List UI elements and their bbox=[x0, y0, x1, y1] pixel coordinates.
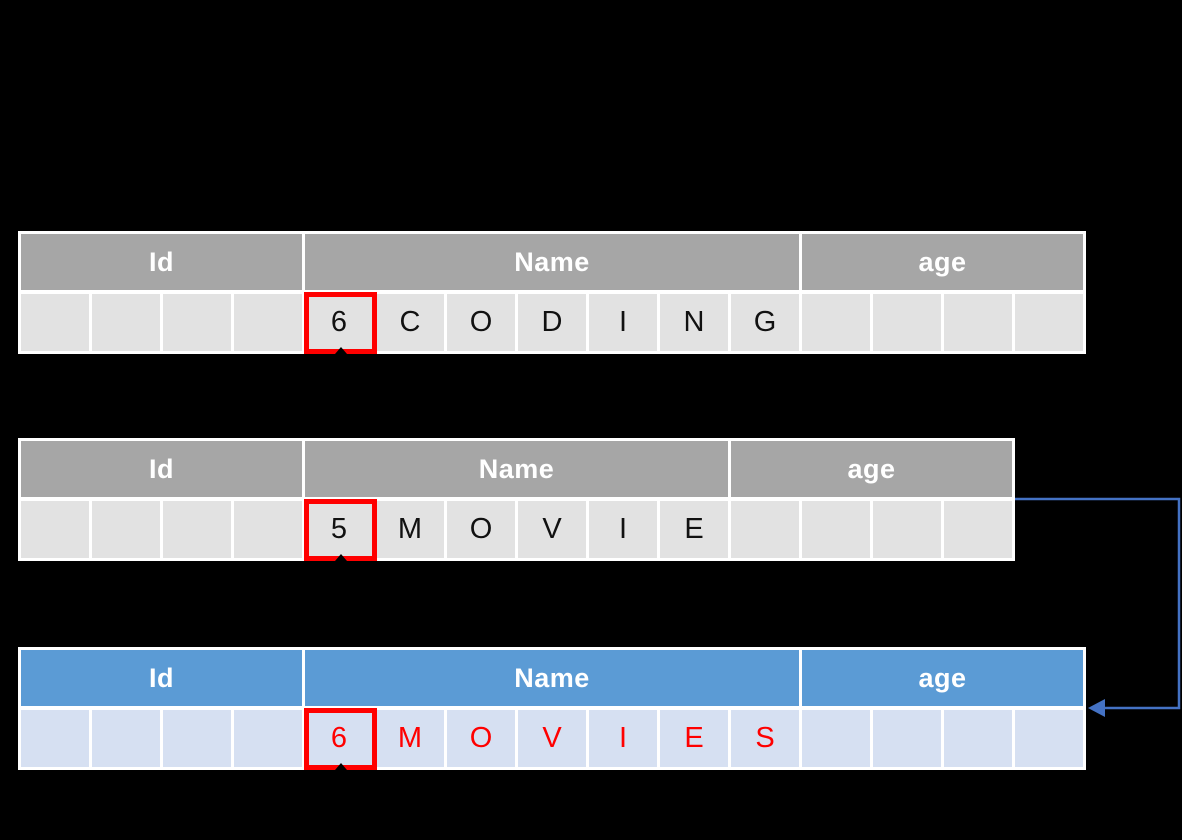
table-cell bbox=[21, 501, 89, 558]
table-cell bbox=[163, 294, 231, 351]
table-coding-header-row: Id Name age bbox=[21, 234, 1083, 290]
table-cell bbox=[944, 294, 1012, 351]
column-header-age: age bbox=[731, 441, 1012, 497]
char-cell: O bbox=[447, 501, 515, 558]
table-cell bbox=[944, 710, 1012, 767]
char-cell: V bbox=[518, 501, 586, 558]
char-cell: I bbox=[589, 710, 657, 767]
char-cell: C bbox=[376, 294, 444, 351]
column-header-id: Id bbox=[21, 441, 302, 497]
table-movie: Id Name age 5 M O V I E bbox=[18, 438, 1015, 561]
table-cell bbox=[234, 294, 302, 351]
column-header-id: Id bbox=[21, 234, 302, 290]
char-cell: O bbox=[447, 710, 515, 767]
char-cell: M bbox=[376, 501, 444, 558]
column-header-name: Name bbox=[305, 234, 799, 290]
length-cell: 6 bbox=[305, 710, 373, 767]
char-cell: I bbox=[589, 501, 657, 558]
table-cell bbox=[802, 294, 870, 351]
table-cell bbox=[873, 294, 941, 351]
length-cell: 6 bbox=[305, 294, 373, 351]
table-cell bbox=[92, 294, 160, 351]
table-cell bbox=[731, 501, 799, 558]
table-movies-header-row: Id Name age bbox=[21, 650, 1083, 706]
column-header-age: age bbox=[802, 234, 1083, 290]
table-cell bbox=[92, 501, 160, 558]
column-header-name: Name bbox=[305, 650, 799, 706]
char-cell: S bbox=[731, 710, 799, 767]
table-cell bbox=[802, 710, 870, 767]
table-cell bbox=[873, 710, 941, 767]
char-cell: M bbox=[376, 710, 444, 767]
char-cell: E bbox=[660, 710, 728, 767]
table-cell bbox=[234, 710, 302, 767]
char-cell: V bbox=[518, 710, 586, 767]
length-cell: 5 bbox=[305, 501, 373, 558]
table-movie-data-row: 5 M O V I E bbox=[21, 499, 1012, 561]
table-cell bbox=[234, 501, 302, 558]
char-cell: G bbox=[731, 294, 799, 351]
char-cell: O bbox=[447, 294, 515, 351]
table-cell bbox=[802, 501, 870, 558]
table-cell bbox=[1015, 710, 1083, 767]
table-coding-data-row: 6 C O D I N G bbox=[21, 292, 1083, 354]
column-header-name: Name bbox=[305, 441, 728, 497]
column-header-id: Id bbox=[21, 650, 302, 706]
char-cell: D bbox=[518, 294, 586, 351]
table-coding: Id Name age 6 C O D I N G bbox=[18, 231, 1086, 354]
flow-arrow-head bbox=[1088, 699, 1105, 717]
table-cell bbox=[163, 710, 231, 767]
table-cell bbox=[92, 710, 160, 767]
table-movies: Id Name age 6 M O V I E S bbox=[18, 647, 1086, 770]
table-cell bbox=[873, 501, 941, 558]
table-cell bbox=[163, 501, 231, 558]
table-cell bbox=[21, 294, 89, 351]
char-cell: N bbox=[660, 294, 728, 351]
table-cell bbox=[21, 710, 89, 767]
table-cell bbox=[944, 501, 1012, 558]
table-cell bbox=[1015, 294, 1083, 351]
table-movie-header-row: Id Name age bbox=[21, 441, 1012, 497]
char-cell: E bbox=[660, 501, 728, 558]
table-movies-data-row: 6 M O V I E S bbox=[21, 708, 1083, 770]
column-header-age: age bbox=[802, 650, 1083, 706]
char-cell: I bbox=[589, 294, 657, 351]
